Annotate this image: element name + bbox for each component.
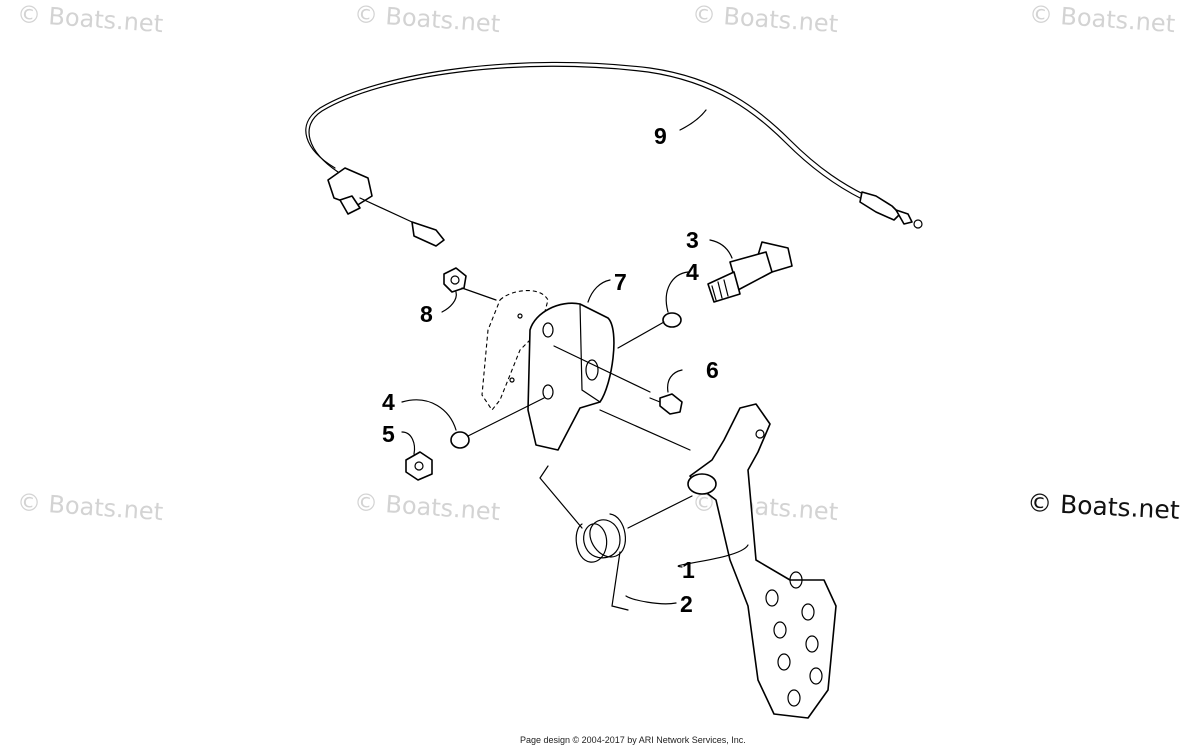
callout-4: 4 bbox=[382, 389, 395, 415]
leader-lines bbox=[401, 109, 749, 605]
o-ring-upper[interactable] bbox=[662, 312, 682, 328]
torsion-spring[interactable] bbox=[539, 465, 629, 611]
lock-nut-lower[interactable] bbox=[405, 451, 433, 481]
throttle-pedal[interactable] bbox=[687, 403, 837, 719]
o-ring-lower[interactable] bbox=[450, 431, 470, 449]
shoulder-bolt[interactable] bbox=[707, 241, 793, 303]
callout-2: 2 bbox=[680, 591, 693, 617]
throttle-cable[interactable] bbox=[305, 61, 923, 247]
callout-3: 3 bbox=[686, 227, 699, 253]
callout-4: 4 bbox=[686, 259, 699, 285]
pedal-bracket[interactable] bbox=[509, 302, 615, 451]
bracket-gasket bbox=[481, 290, 549, 411]
lock-nut-upper[interactable] bbox=[443, 267, 467, 293]
callout-8: 8 bbox=[420, 301, 433, 327]
page-footer: Page design © 2004-2017 by ARI Network S… bbox=[520, 735, 746, 745]
assembly-lines bbox=[461, 287, 693, 529]
screw[interactable] bbox=[649, 393, 683, 415]
callout-6: 6 bbox=[706, 357, 719, 383]
callout-9: 9 bbox=[654, 123, 667, 149]
callout-1: 1 bbox=[682, 557, 695, 583]
callout-7: 7 bbox=[614, 269, 627, 295]
callout-5: 5 bbox=[382, 421, 395, 447]
